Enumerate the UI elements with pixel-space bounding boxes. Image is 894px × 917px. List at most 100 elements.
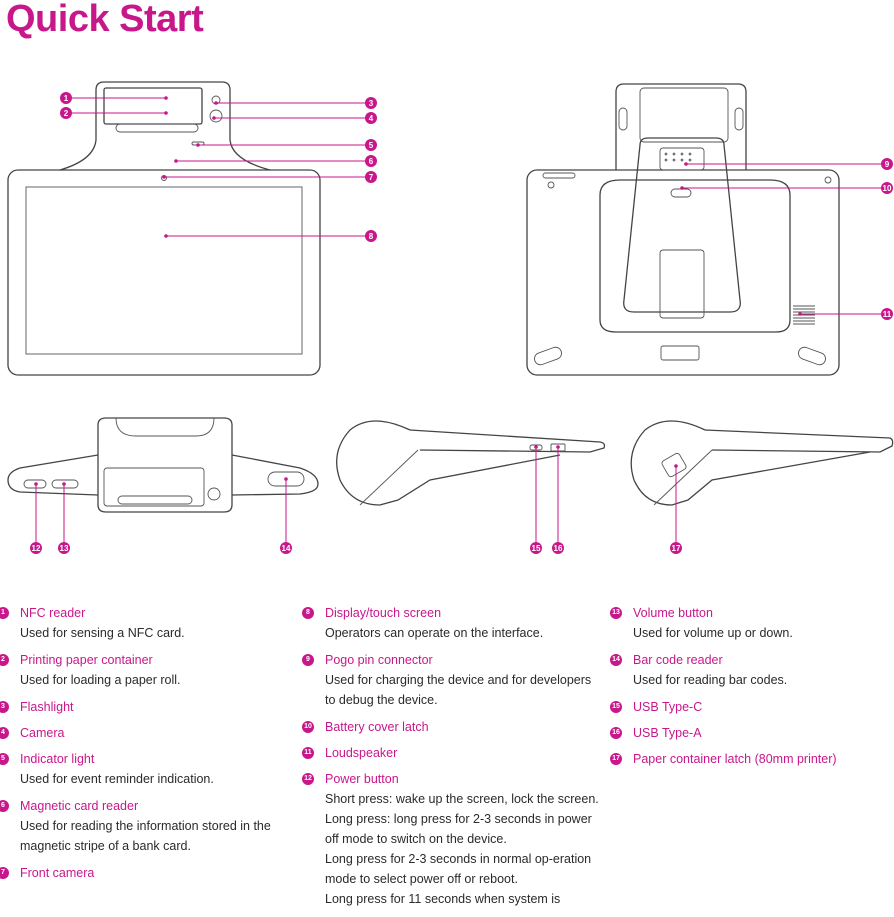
svg-text:1: 1 <box>64 94 69 103</box>
legend-name: Camera <box>20 726 65 740</box>
legend-desc: Long press for 11 seconds when system is <box>325 892 561 906</box>
callout-9: 9 <box>881 158 893 170</box>
callout-7: 7 <box>365 171 377 183</box>
legend-desc: Long press for 2-3 seconds in normal op-… <box>325 852 592 866</box>
legend-desc: Used for reading the information stored … <box>20 819 271 833</box>
callout-1: 1 <box>60 92 72 104</box>
legend-name: Printing paper container <box>20 653 153 667</box>
legend-item-10: 10 Battery cover latch <box>302 718 602 736</box>
callout-8: 8 <box>365 230 377 242</box>
legend-item-7: 7 Front camera <box>0 864 292 882</box>
legend-desc: mode to select power off or reboot. <box>325 872 518 886</box>
legend-item-8: 8 Display/touch screen Operators can ope… <box>302 604 602 643</box>
svg-text:6: 6 <box>369 157 374 166</box>
legend-number: 12 <box>302 773 314 785</box>
legend-name: Bar code reader <box>633 653 723 667</box>
svg-text:17: 17 <box>672 544 681 553</box>
bottom-view-illustration <box>7 417 319 513</box>
legend-name: Display/touch screen <box>325 606 442 620</box>
back-view-illustration <box>526 83 840 376</box>
legend-item-17: 17 Paper container latch (80mm printer) <box>610 750 890 768</box>
legend-name: Volume button <box>633 606 713 620</box>
legend-number: 14 <box>610 654 622 666</box>
callout-16: 16 <box>552 542 564 554</box>
legend-column-2: 8 Display/touch screen Operators can ope… <box>302 604 602 917</box>
svg-text:14: 14 <box>282 544 291 553</box>
callout-2: 2 <box>60 107 72 119</box>
legend-name: USB Type-A <box>633 726 702 740</box>
legend-item-3: 3 Flashlight <box>0 698 292 716</box>
legend-number: 5 <box>0 753 9 765</box>
legend-item-1: 1 NFC reader Used for sensing a NFC card… <box>0 604 292 643</box>
legend-desc: Used for reading bar codes. <box>633 673 788 687</box>
legend-column-1: 1 NFC reader Used for sensing a NFC card… <box>0 604 292 890</box>
legend-number: 16 <box>610 727 622 739</box>
legend-desc: Used for charging the device and for dev… <box>325 673 592 687</box>
legend-name: Loudspeaker <box>325 746 398 760</box>
legend-number: 9 <box>302 654 314 666</box>
legend-number: 2 <box>0 654 9 666</box>
callout-10: 10 <box>881 182 893 194</box>
page-title: Quick Start <box>6 0 204 40</box>
legend-name: Paper container latch (80mm printer) <box>633 752 837 766</box>
callout-3: 3 <box>365 97 377 109</box>
svg-text:7: 7 <box>369 173 374 182</box>
side-view-right-illustration <box>630 420 894 506</box>
svg-text:15: 15 <box>532 544 541 553</box>
legend-number: 6 <box>0 800 9 812</box>
legend-item-9: 9 Pogo pin connector Used for charging t… <box>302 651 602 710</box>
callout-17: 17 <box>670 542 682 554</box>
legend-item-5: 5 Indicator light Used for event reminde… <box>0 750 292 789</box>
legend-desc: Operators can operate on the interface. <box>325 626 544 640</box>
legend-desc: off mode to switch on the device. <box>325 832 507 846</box>
legend-desc: Long press: long press for 2-3 seconds i… <box>325 812 592 826</box>
legend-item-6: 6 Magnetic card reader Used for reading … <box>0 797 292 856</box>
legend-item-13: 13 Volume button Used for volume up or d… <box>610 604 890 643</box>
legend-number: 11 <box>302 747 314 759</box>
callout-markers: 1 2 3 4 5 6 7 8 9 10 11 12 13 14 15 16 1… <box>30 92 893 554</box>
svg-text:11: 11 <box>883 310 892 319</box>
callout-leaders <box>34 96 882 542</box>
legend-number: 17 <box>610 753 622 765</box>
svg-text:16: 16 <box>554 544 563 553</box>
callout-14: 14 <box>280 542 292 554</box>
legend-item-2: 2 Printing paper container Used for load… <box>0 651 292 690</box>
legend-name: USB Type-C <box>633 700 703 714</box>
callout-11: 11 <box>881 308 893 320</box>
svg-text:12: 12 <box>32 544 41 553</box>
svg-text:5: 5 <box>369 141 374 150</box>
legend-name: Battery cover latch <box>325 720 429 734</box>
svg-text:8: 8 <box>369 232 374 241</box>
legend-name: Front camera <box>20 866 95 880</box>
legend-desc: Used for volume up or down. <box>633 626 793 640</box>
callout-6: 6 <box>365 155 377 167</box>
legend-column-3: 13 Volume button Used for volume up or d… <box>610 604 890 776</box>
legend-number: 8 <box>302 607 314 619</box>
legend-name: Flashlight <box>20 700 74 714</box>
callout-15: 15 <box>530 542 542 554</box>
legend-name: Power button <box>325 772 399 786</box>
legend-number: 10 <box>302 721 314 733</box>
legend-item-14: 14 Bar code reader Used for reading bar … <box>610 651 890 690</box>
svg-text:9: 9 <box>885 160 890 169</box>
svg-text:4: 4 <box>369 114 374 123</box>
legend-number: 4 <box>0 727 9 739</box>
svg-text:2: 2 <box>64 109 69 118</box>
legend-item-16: 16 USB Type-A <box>610 724 890 742</box>
svg-text:13: 13 <box>60 544 69 553</box>
legend-number: 13 <box>610 607 622 619</box>
legend-name: Magnetic card reader <box>20 799 139 813</box>
svg-text:10: 10 <box>883 184 892 193</box>
legend-number: 7 <box>0 867 9 879</box>
legend-number: 15 <box>610 701 622 713</box>
legend-desc: to debug the device. <box>325 693 438 707</box>
legend-name: Pogo pin connector <box>325 653 433 667</box>
legend-desc: Used for sensing a NFC card. <box>20 626 185 640</box>
legend-desc: magnetic stripe of a bank card. <box>20 839 191 853</box>
legend-number: 3 <box>0 701 9 713</box>
legend-item-12: 12 Power button Short press: wake up the… <box>302 770 602 909</box>
legend-desc: Used for event reminder indication. <box>20 772 214 786</box>
legend-item-11: 11 Loudspeaker <box>302 744 602 762</box>
callout-5: 5 <box>365 139 377 151</box>
legend-name: NFC reader <box>20 606 86 620</box>
